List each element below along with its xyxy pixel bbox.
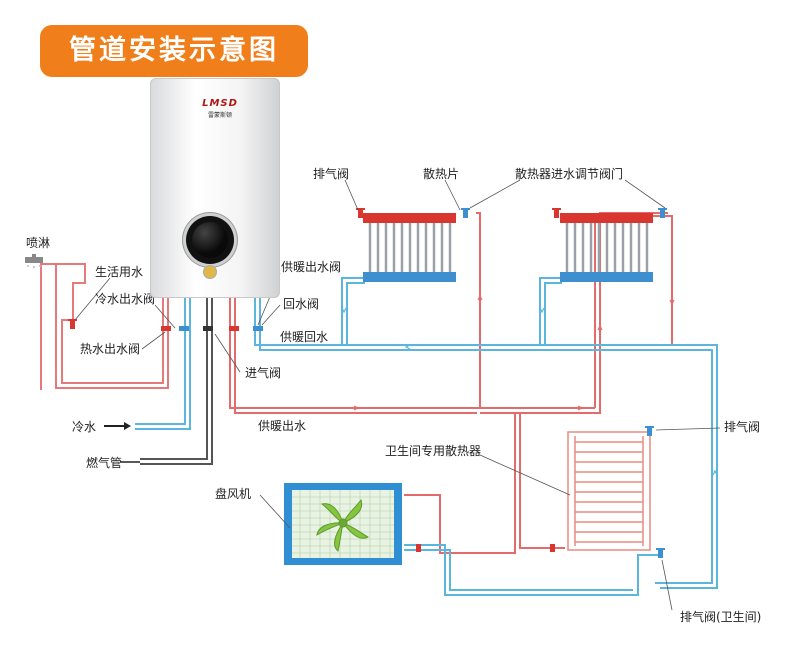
hot-outlet-valve [161, 326, 171, 331]
return-valve [253, 326, 263, 331]
brand-logo: LMSD 雷蒙斯顿 [190, 98, 250, 119]
label-heating-outlet: 供暖出水 [258, 419, 306, 433]
label-heating-return: 供暖回水 [280, 330, 328, 344]
fan-coil-valve [416, 544, 421, 552]
label-radiator: 散热片 [423, 166, 459, 181]
air-vent-valve-bathroom [656, 548, 665, 558]
cold-water-arrow-icon [104, 422, 131, 430]
label-bathroom-radiator: 卫生间专用散热器 [385, 443, 481, 458]
label-air-vent-valve-right: 排气阀 [724, 419, 760, 434]
fan-icon [316, 498, 370, 552]
shower-icon [25, 254, 43, 268]
shower-valve [68, 319, 77, 329]
air-vent-valve-radiator-2 [552, 208, 561, 218]
title-badge: 管道安装示意图 [40, 25, 308, 77]
cold-outlet-valve [179, 326, 189, 331]
brand-subtitle: 雷蒙斯顿 [207, 112, 232, 119]
radiator-2 [560, 213, 653, 282]
indicator-light [204, 266, 216, 278]
inlet-valve-radiator-1 [461, 208, 470, 218]
fan-coil-unit [284, 483, 402, 565]
bathroom-radiator-valve [550, 544, 555, 552]
label-domestic-water: 生活用水 [95, 265, 143, 279]
wall-hung-boiler: LMSD 雷蒙斯顿 [150, 78, 280, 298]
label-shower: 喷淋 [26, 236, 50, 250]
label-cold-water: 冷水 [72, 420, 96, 434]
cold-pipes [135, 277, 718, 596]
label-gas-inlet-valve: 进气阀 [245, 365, 281, 380]
inlet-valve-radiator-2 [658, 208, 667, 218]
control-knob [186, 216, 234, 264]
label-gas-pipe: 燃气管 [86, 455, 122, 470]
label-radiator-inlet-valve: 散热器进水调节阀门 [515, 166, 623, 181]
label-air-vent-valve: 排气阀 [313, 166, 349, 181]
air-vent-valve-bathroom-radiator [645, 426, 654, 436]
air-vent-valve-radiator-1 [356, 208, 365, 218]
brand-name: LMSD [202, 98, 238, 109]
label-cold-water-outlet-valve: 冷水出水阀 [95, 292, 155, 306]
label-return-valve: 回水阀 [283, 297, 319, 311]
radiator-1 [363, 213, 456, 282]
leader-lines [74, 179, 721, 611]
gas-pipe [140, 298, 213, 465]
label-air-vent-valve-bathroom: 排气阀(卫生间) [680, 609, 761, 624]
gas-valve [203, 326, 213, 331]
bathroom-radiator [567, 431, 651, 551]
flow-arrows [341, 294, 718, 476]
label-fan-coil: 盘风机 [215, 486, 251, 501]
label-hot-water-outlet-valve: 热水出水阀 [80, 342, 140, 356]
label-heating-outlet-valve: 供暖出水阀 [281, 260, 341, 274]
diagram-title: 管道安装示意图 [69, 35, 279, 66]
heating-outlet-valve [229, 326, 239, 331]
valves [68, 208, 667, 558]
